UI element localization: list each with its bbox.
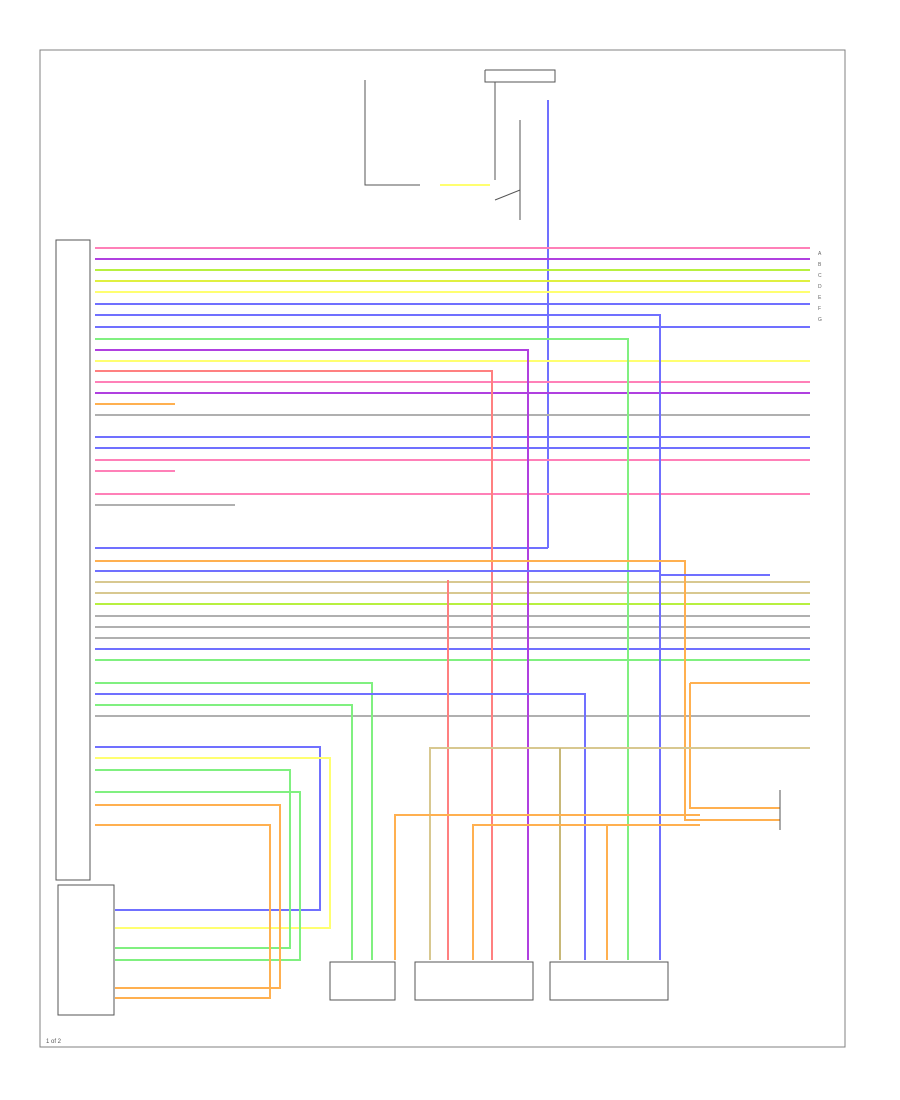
connector-label: F (818, 306, 821, 312)
vertical-wires (95, 314, 810, 999)
control-module-lower (57, 884, 115, 1016)
connector-label: A (818, 251, 822, 257)
connector-label: E (818, 295, 822, 301)
connector-label: B (818, 262, 822, 268)
connector-label: D (818, 284, 822, 290)
diagram-frame (39, 49, 846, 1048)
top-switch-assembly (364, 69, 556, 220)
connector-label: G (818, 317, 822, 323)
footer-text: 1 of 2 (46, 1039, 62, 1045)
wire-group (95, 247, 810, 717)
connector-label: C (818, 273, 822, 279)
bottom-sensor-blocks (329, 961, 669, 1001)
control-module-upper (55, 239, 91, 881)
